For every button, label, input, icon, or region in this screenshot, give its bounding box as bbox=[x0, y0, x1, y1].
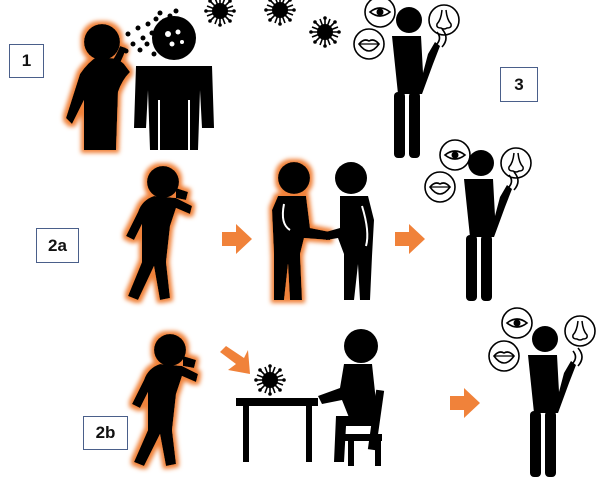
mouth-icon bbox=[488, 340, 520, 372]
mouth-icon bbox=[424, 171, 456, 203]
coughing-figure bbox=[126, 166, 192, 300]
infected-speaker-figure bbox=[66, 24, 130, 150]
droplets bbox=[123, 8, 179, 57]
nose-icon bbox=[564, 315, 596, 347]
arrow-icon bbox=[222, 224, 252, 254]
scenario-1-label: 1 bbox=[9, 44, 44, 78]
eye-icon bbox=[364, 0, 396, 28]
virus-icon bbox=[263, 0, 297, 27]
listener-figure bbox=[134, 16, 214, 150]
handshake-right-figure bbox=[326, 162, 374, 300]
virus-icon bbox=[253, 363, 287, 397]
scenario-2a-label: 2a bbox=[36, 228, 79, 263]
scenario-2b-label: 2b bbox=[83, 416, 128, 450]
table-icon bbox=[236, 398, 318, 462]
eye-icon bbox=[439, 139, 471, 171]
sneezing-figure bbox=[132, 334, 198, 466]
virus-icon bbox=[308, 15, 342, 49]
contour-line bbox=[281, 203, 291, 231]
eye-icon bbox=[501, 307, 533, 339]
chair-icon bbox=[344, 389, 385, 466]
seated-person-figure bbox=[318, 329, 378, 462]
outcome-3-label: 3 bbox=[500, 67, 538, 102]
arrow-icon bbox=[220, 346, 250, 374]
mouth-icon bbox=[353, 28, 385, 60]
handshake-left-figure bbox=[272, 162, 330, 300]
arrow-icon bbox=[450, 388, 480, 418]
virus-icon bbox=[203, 0, 237, 28]
face-touching-figure bbox=[527, 325, 583, 478]
arrow-icon bbox=[395, 224, 425, 254]
